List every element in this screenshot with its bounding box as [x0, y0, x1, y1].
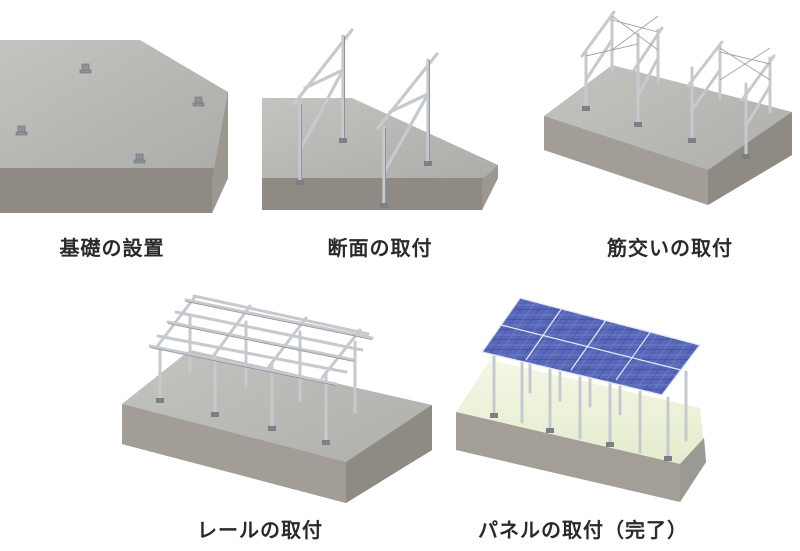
step-4-rails-illustration: [122, 296, 432, 503]
step-3-bracing-illustration: [544, 12, 792, 205]
step-5-panels-illustration: [456, 298, 706, 502]
step-2-caption: 断面の取付: [290, 232, 470, 261]
step-1-caption: 基礎の設置: [22, 232, 202, 261]
step-1-foundation-illustration: [0, 40, 228, 213]
step-5-caption: パネルの取付（完了）: [448, 514, 718, 543]
step-2-frame-illustration: [262, 30, 498, 210]
step-3-caption: 筋交いの取付: [570, 232, 770, 261]
step-4-caption: レールの取付: [140, 514, 380, 543]
